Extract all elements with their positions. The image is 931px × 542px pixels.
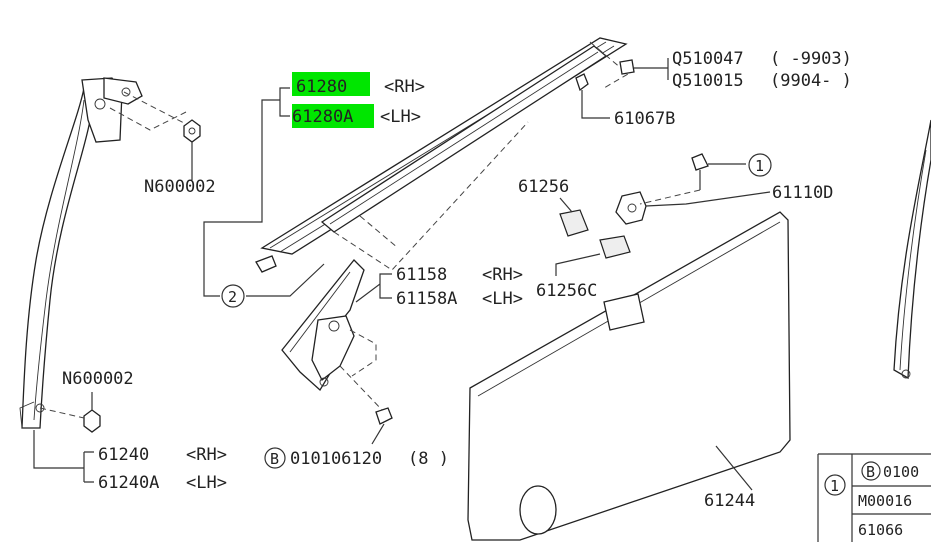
label-61256c: 61256C xyxy=(536,281,597,301)
callout-b-text: B xyxy=(270,450,279,468)
callout-2-text: 2 xyxy=(228,288,237,306)
guide-bracket-61158 xyxy=(281,259,385,413)
parts-table: 1 B 0100 M00016 61066 xyxy=(817,453,931,542)
label-q510047-range: ( -9903) xyxy=(770,49,852,69)
leader-61280 xyxy=(203,87,290,297)
label-n600002-top: N600002 xyxy=(144,177,216,197)
label-61158a-side: <LH> xyxy=(482,289,523,309)
door-trim-panel-61244 xyxy=(467,211,791,541)
weatherstrip-61280 xyxy=(255,37,629,273)
table-cell: 61066 xyxy=(858,521,903,539)
clip-61067b xyxy=(575,73,610,119)
label-010106120: 010106120 xyxy=(290,449,382,469)
clip-61256 xyxy=(559,197,589,237)
table-callout-1: 1 xyxy=(830,477,839,495)
label-61158-side: <RH> xyxy=(482,265,523,285)
label-q510015-range: (9904- ) xyxy=(770,71,852,91)
door-sash-frame xyxy=(19,77,143,429)
label-61158: 61158 xyxy=(396,265,447,285)
label-n600002-bottom: N600002 xyxy=(62,369,134,389)
label-61240: 61240 xyxy=(98,445,149,465)
highlight-61280a xyxy=(292,104,374,128)
leader-61240 xyxy=(33,430,94,483)
label-61280a-side: <LH> xyxy=(380,107,421,127)
leader-callout-2 xyxy=(246,263,325,297)
screw-q510047 xyxy=(619,58,669,80)
table-cell: 0100 xyxy=(883,463,919,481)
right-door-frame xyxy=(893,119,931,380)
label-q510047: Q510047 xyxy=(672,49,744,69)
label-61067b: 61067B xyxy=(614,109,675,129)
label-q510015: Q510015 xyxy=(672,71,744,91)
label-61280a: 61280A xyxy=(292,107,353,127)
label-61256: 61256 xyxy=(518,177,569,197)
bolt-010106120 xyxy=(371,407,393,445)
callout-circle-1-top: 1 xyxy=(748,153,772,177)
label-61240a-side: <LH> xyxy=(186,473,227,493)
label-bolt-qty: (8 ) xyxy=(408,449,449,469)
label-61244: 61244 xyxy=(704,491,755,511)
label-61280-side: <RH> xyxy=(384,77,425,97)
label-61280: 61280 xyxy=(296,77,347,97)
label-61240-side: <RH> xyxy=(186,445,227,465)
label-61240a: 61240A xyxy=(98,473,159,493)
nut-n600002-top xyxy=(109,91,201,180)
label-61110d: 61110D xyxy=(772,183,833,203)
callout-boxed-b: B xyxy=(264,447,286,469)
highlight-61280 xyxy=(292,72,370,96)
leader-61158 xyxy=(355,273,392,303)
callout-1-text: 1 xyxy=(755,157,764,175)
clip-61256c xyxy=(555,235,631,276)
nut-n600002-bottom xyxy=(39,392,101,433)
table-cell: M00016 xyxy=(858,492,912,510)
label-61158a: 61158A xyxy=(396,289,457,309)
table-callout-b: B xyxy=(866,463,875,481)
callout-circle-2: 2 xyxy=(221,284,245,308)
bracket-61110d xyxy=(615,153,771,225)
